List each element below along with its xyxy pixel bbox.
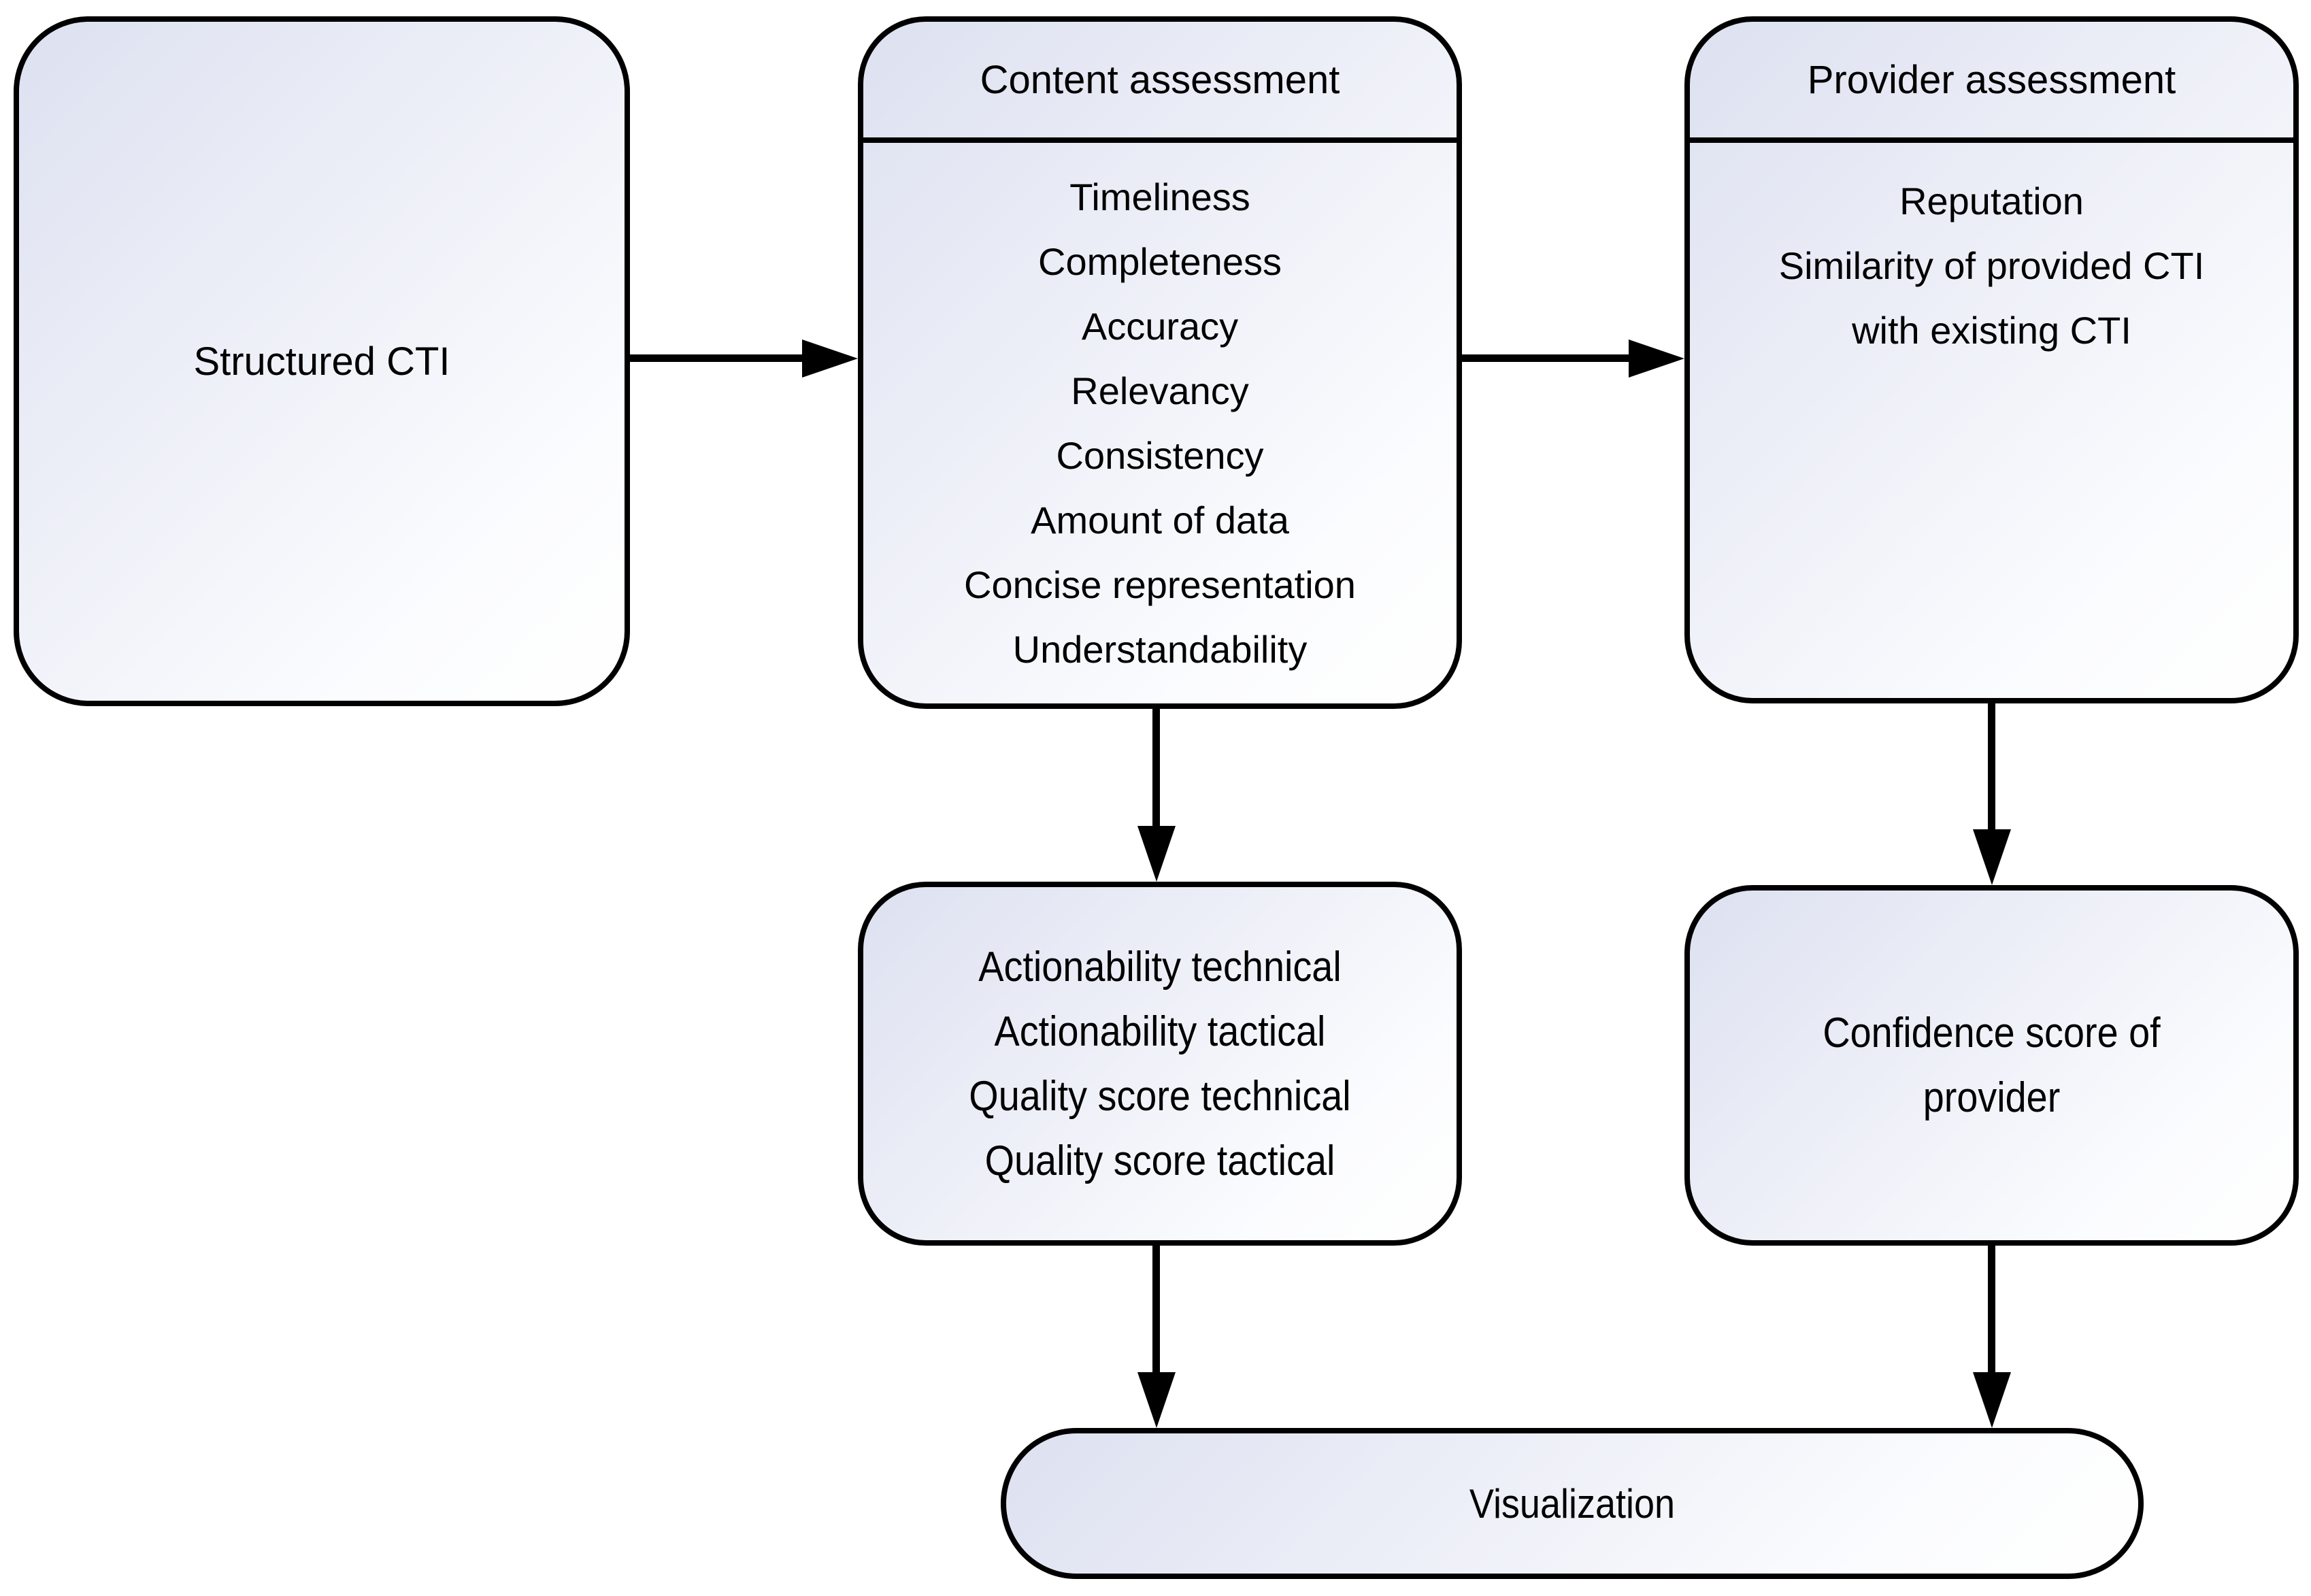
provider-assessment-box: Provider assessment Reputation Similarit… <box>1684 16 2299 703</box>
content-metric-item: Concise representation <box>964 563 1356 606</box>
provider-metric-item: Reputation <box>1899 180 2084 222</box>
arrow-content-to-provider-head-icon <box>1629 339 1684 378</box>
provider-score-box: Confidence score of provider <box>1684 885 2299 1246</box>
arrow-provider-to-confidence-head-icon <box>1973 829 2011 885</box>
content-score-item: Actionability tactical <box>994 1008 1326 1055</box>
provider-assessment-header: Provider assessment <box>1690 22 2293 143</box>
arrow-scores-to-visualization-line <box>1152 1246 1160 1375</box>
content-assessment-title: Content assessment <box>980 57 1340 102</box>
arrow-content-to-scores-line <box>1152 709 1160 830</box>
arrow-scores-to-visualization-head-icon <box>1137 1372 1176 1428</box>
arrow-provider-to-confidence-line <box>1988 703 1995 831</box>
content-metric-item: Completeness <box>1038 240 1282 283</box>
arrow-content-to-provider-line <box>1462 354 1633 362</box>
structured-cti-label: Structured CTI <box>193 339 450 384</box>
content-metric-item: Understandability <box>1012 628 1308 671</box>
content-score-item: Actionability technical <box>978 943 1342 991</box>
provider-metric-item: Similarity of provided CTI <box>1778 244 2205 287</box>
content-assessment-box: Content assessment Timeliness Completene… <box>858 16 1462 709</box>
visualization-label: Visualization <box>1469 1480 1676 1527</box>
arrow-content-to-scores-head-icon <box>1137 826 1176 882</box>
content-assessment-header: Content assessment <box>863 22 1457 143</box>
content-score-item: Quality score tactical <box>984 1137 1335 1184</box>
content-scores-list: Actionability technical Actionability ta… <box>893 887 1427 1240</box>
content-score-item: Quality score technical <box>969 1072 1351 1120</box>
arrow-structured-to-content-head-icon <box>802 339 858 378</box>
content-assessment-list: Timeliness Completeness Accuracy Relevan… <box>863 143 1457 703</box>
provider-assessment-title: Provider assessment <box>1807 57 2176 102</box>
visualization-box: Visualization <box>1001 1428 2144 1579</box>
provider-score-line: provider <box>1923 1074 2061 1121</box>
provider-metric-item: with existing CTI <box>1852 309 2131 352</box>
provider-assessment-list: Reputation Similarity of provided CTI wi… <box>1690 143 2293 698</box>
arrow-confidence-to-visualization-line <box>1988 1246 1995 1375</box>
arrow-confidence-to-visualization-head-icon <box>1973 1372 2011 1428</box>
content-metric-item: Consistency <box>1056 434 1264 477</box>
content-metric-item: Amount of data <box>1031 499 1289 542</box>
content-metric-item: Timeliness <box>1069 176 1250 218</box>
provider-score-label: Confidence score of provider <box>1720 891 2263 1240</box>
content-metric-item: Relevancy <box>1071 369 1249 412</box>
structured-cti-box: Structured CTI <box>14 16 630 706</box>
arrow-structured-to-content-line <box>630 354 807 362</box>
content-metric-item: Accuracy <box>1081 305 1239 348</box>
content-scores-box: Actionability technical Actionability ta… <box>858 882 1462 1246</box>
provider-score-line: Confidence score of <box>1823 1010 2161 1057</box>
